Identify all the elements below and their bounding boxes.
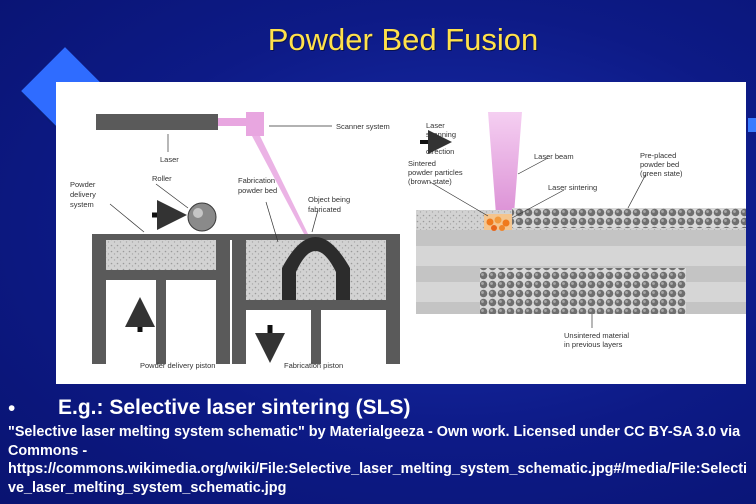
label-roller: Roller bbox=[152, 174, 172, 183]
label-powder-delivery-3: system bbox=[70, 200, 94, 209]
powder-delivery-piston-plate bbox=[106, 270, 216, 280]
label-scan-dir-2: scanning bbox=[426, 130, 456, 139]
pre-placed-powder-bed bbox=[512, 208, 746, 228]
label-fab-bed-1: Fabrication bbox=[238, 176, 275, 185]
label-scan-dir-3: direction bbox=[426, 147, 454, 156]
label-powder-piston: Powder delivery piston bbox=[140, 361, 215, 370]
label-sintered-2: powder particles bbox=[408, 168, 463, 177]
decorative-bar bbox=[748, 118, 756, 132]
label-scanner-system: Scanner system bbox=[336, 122, 390, 131]
label-scan-dir-1: Laser bbox=[426, 121, 445, 130]
label-preplaced-2: powder bed bbox=[640, 160, 679, 169]
object-being-fabricated bbox=[282, 237, 350, 300]
label-powder-delivery-2: delivery bbox=[70, 190, 96, 199]
label-laser-sintering: Laser sintering bbox=[548, 183, 597, 192]
bullet-text: E.g.: Selective laser sintering (SLS) bbox=[58, 396, 411, 419]
laser-unit bbox=[96, 114, 218, 130]
label-fab-bed-2: powder bed bbox=[238, 186, 277, 195]
unsintered-material bbox=[480, 268, 686, 314]
label-laser: Laser bbox=[160, 155, 179, 164]
label-object-2: fabricated bbox=[308, 205, 341, 214]
laser-beam-horizontal bbox=[218, 118, 246, 126]
roller bbox=[187, 202, 217, 232]
label-laser-beam: Laser beam bbox=[534, 152, 574, 161]
sls-schematic-figure: Scanner system Laser Roller Powder deliv… bbox=[56, 82, 746, 384]
label-sintered-3: (brown state) bbox=[408, 177, 452, 186]
slide-title: Powder Bed Fusion bbox=[267, 22, 539, 57]
laser-beam-right bbox=[488, 112, 522, 214]
label-unsintered-1: Unsintered material bbox=[564, 331, 629, 340]
label-fab-piston: Fabrication piston bbox=[284, 361, 343, 370]
powder-delivery-bed bbox=[106, 240, 216, 270]
sls-schematic-svg: Scanner system Laser Roller Powder deliv… bbox=[70, 112, 746, 370]
label-unsintered-2: in previous layers bbox=[564, 340, 623, 349]
label-powder-delivery-1: Powder bbox=[70, 180, 96, 189]
bullet-marker: • bbox=[8, 397, 16, 420]
label-sintered-1: Sintered bbox=[408, 159, 436, 168]
image-attribution: "Selective laser melting system schemati… bbox=[8, 424, 747, 496]
label-preplaced-1: Pre-placed bbox=[640, 151, 676, 160]
label-object-1: Object being bbox=[308, 195, 350, 204]
fabrication-piston-plate bbox=[246, 300, 386, 310]
scanner-system bbox=[246, 112, 264, 136]
label-preplaced-3: (green state) bbox=[640, 169, 683, 178]
laser-beam-down bbox=[252, 136, 308, 234]
